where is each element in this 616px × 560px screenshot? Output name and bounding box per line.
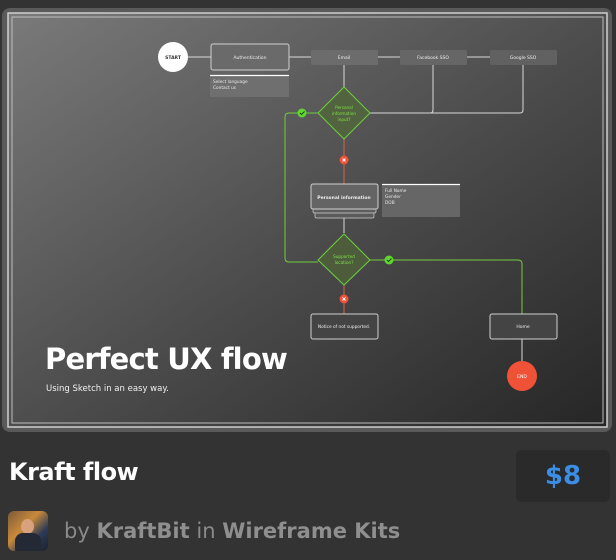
auth-menu-item: Contact us	[213, 85, 237, 91]
end-label: END	[517, 374, 527, 380]
byline-in: in	[196, 519, 216, 543]
personal-field: DOB	[385, 200, 395, 206]
category-link[interactable]: Wireframe Kits	[222, 519, 401, 543]
home-label: Home	[516, 324, 530, 330]
start-node	[158, 42, 188, 72]
facebook-label: Facebook SSO	[417, 55, 449, 61]
facebook-node	[400, 50, 467, 65]
yes-connectors	[284, 112, 523, 314]
decision-label: information	[332, 111, 357, 116]
preview-canvas	[7, 12, 608, 428]
byline-by: by	[64, 519, 90, 543]
flow-connectors	[188, 56, 524, 361]
preview-headline: Perfect UX flow	[45, 342, 287, 376]
preview-inner-border	[11, 16, 604, 424]
authentication-label: Authentication	[233, 55, 266, 61]
google-label: Google SSO	[510, 55, 537, 61]
decision-personal-info	[317, 86, 371, 140]
personal-fields	[382, 184, 460, 217]
decision-label: Personal	[335, 105, 353, 110]
decision-supported-location	[317, 233, 371, 286]
check-icon	[297, 108, 307, 118]
decision-label: Supported	[333, 254, 355, 259]
start-label: START	[165, 55, 182, 61]
personal-field: Full Name	[385, 188, 407, 194]
email-label: Email	[338, 55, 351, 61]
google-node	[490, 50, 557, 65]
email-node	[311, 50, 378, 65]
author-avatar[interactable]	[8, 511, 48, 551]
home-node	[489, 313, 558, 340]
auth-menu	[210, 75, 289, 97]
auth-menu-item: Select language	[213, 79, 248, 85]
byline: by KraftBit in Wireframe Kits	[64, 519, 400, 543]
decision-label: location?	[335, 260, 354, 265]
authentication-node	[210, 43, 290, 71]
check-icon	[384, 255, 394, 265]
personal-information-node	[310, 183, 379, 210]
author-link[interactable]: KraftBit	[96, 519, 190, 543]
personal-information-label: Personal information	[317, 195, 370, 201]
notice-node	[310, 313, 379, 340]
product-title[interactable]: Kraft flow	[9, 458, 139, 486]
end-node	[507, 361, 537, 391]
personal-field: Gender	[385, 194, 401, 200]
product-preview-image[interactable]: START Authentication Select language Con…	[0, 0, 616, 440]
preview-subline: Using Sketch in an easy way.	[46, 384, 169, 394]
decision-label: input?	[338, 117, 351, 122]
notice-label: Notice of not supported.	[318, 324, 370, 330]
price-button[interactable]: $8	[516, 450, 610, 502]
